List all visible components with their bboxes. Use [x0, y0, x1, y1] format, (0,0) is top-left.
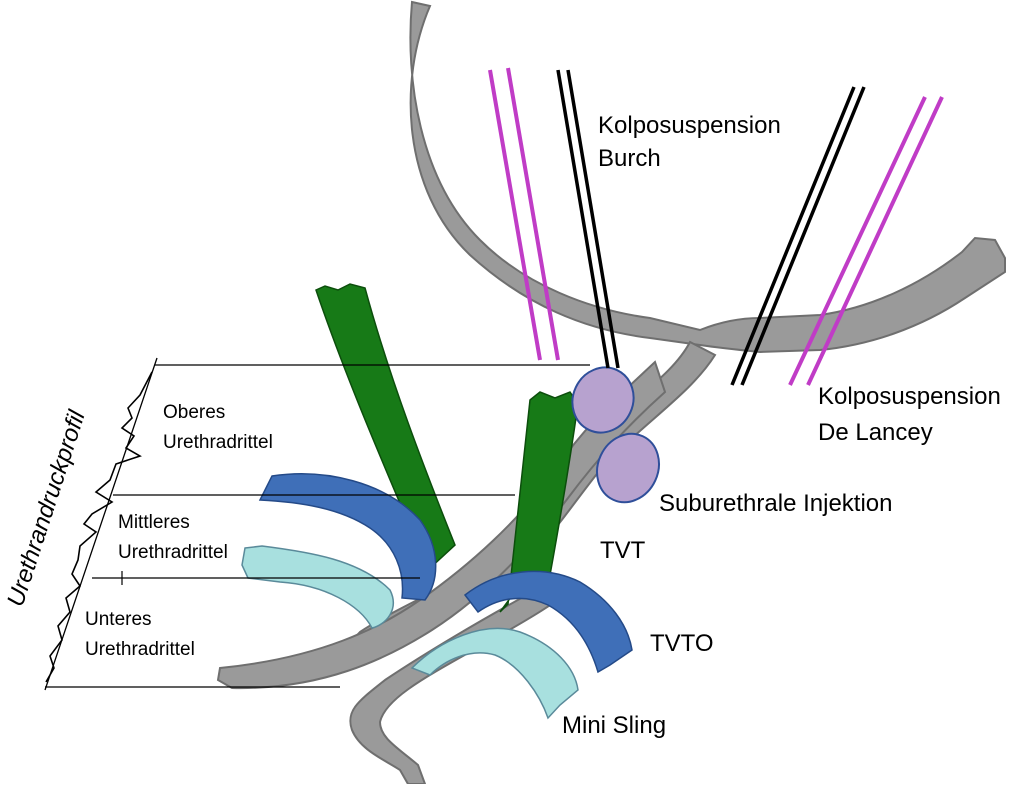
injection-ellipse-lower	[596, 432, 660, 504]
label-middle-third-line2: Urethradrittel	[118, 542, 228, 563]
label-tvt: TVT	[600, 537, 646, 564]
lower-cyan-band	[241, 545, 394, 629]
label-delancey-line2: De Lancey	[818, 419, 933, 446]
tvto-blue-band	[463, 570, 633, 674]
pressure-profile	[44, 357, 158, 691]
injection-ellipse-upper	[571, 366, 635, 434]
level-lines	[45, 364, 590, 688]
pubic-bone-arc	[409, 0, 1006, 354]
magenta-sutures	[488, 67, 944, 386]
label-tvto: TVTO	[650, 630, 714, 657]
label-lower-third-line1: Unteres	[85, 609, 152, 630]
mini-sling-band	[410, 627, 579, 720]
label-upper-third-line1: Oberes	[163, 402, 225, 423]
label-delancey-line1: Kolposuspension	[818, 383, 1001, 410]
label-pressure-profile: Urethrandruckprofil	[2, 407, 91, 610]
label-middle-third-line1: Mittleres	[118, 512, 190, 533]
label-mini-sling: Mini Sling	[562, 712, 666, 739]
label-upper-third-line2: Urethradrittel	[163, 432, 273, 453]
label-lower-third-line2: Urethradrittel	[85, 639, 195, 660]
middle-blue-band	[258, 473, 437, 601]
black-sutures	[556, 69, 866, 386]
label-injection: Suburethrale Injektion	[659, 490, 892, 517]
label-burch-line2: Burch	[598, 145, 661, 172]
label-burch-line1: Kolposuspension	[598, 112, 781, 139]
tvt-tape-left	[315, 283, 456, 572]
